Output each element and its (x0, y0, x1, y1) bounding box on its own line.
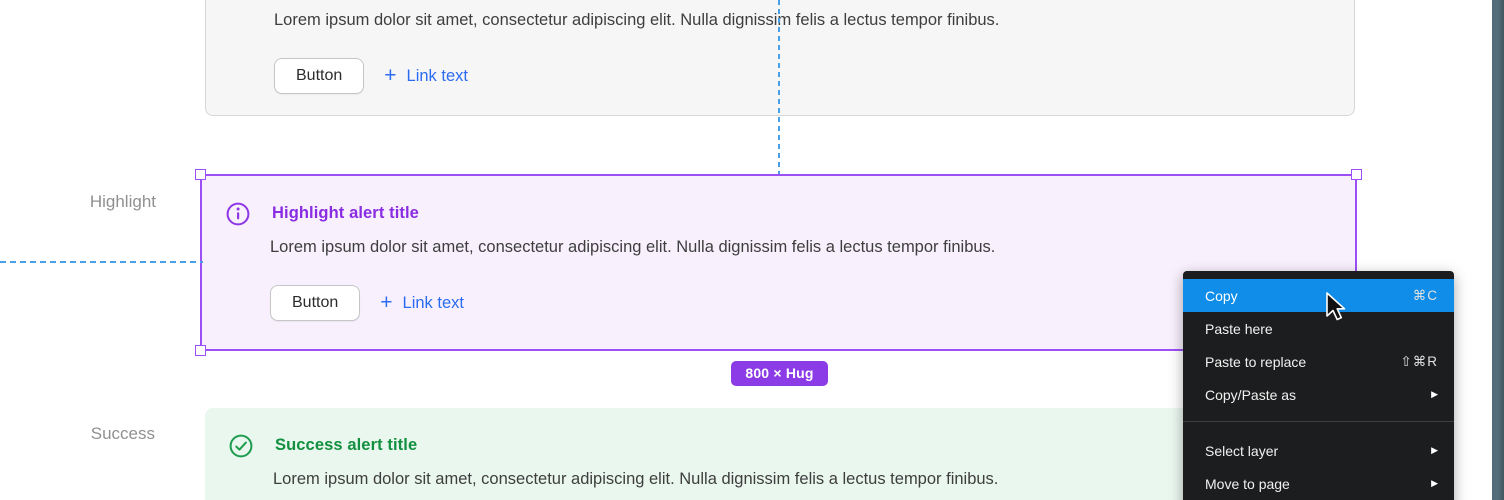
alert-body-text: Lorem ipsum dolor sit amet, consectetur … (274, 11, 1000, 29)
plus-icon: + (380, 291, 393, 314)
menu-item-paste-here[interactable]: Paste here (1205, 320, 1273, 337)
alert-link[interactable]: Link text (406, 67, 468, 85)
alignment-guide-horizontal (0, 261, 203, 263)
row-label-highlight: Highlight (89, 192, 156, 211)
info-circle-icon (226, 202, 250, 226)
window-edge-bar (1492, 0, 1504, 500)
plus-icon: + (384, 64, 397, 87)
alert-button[interactable]: Button (270, 285, 361, 321)
shortcut-copy: ⌘C (1412, 287, 1438, 303)
info-alert-card[interactable]: Lorem ipsum dolor sit amet, consectetur … (205, 0, 1355, 116)
submenu-arrow-icon: ▶ (1431, 445, 1438, 455)
selection-handle-top-left[interactable] (195, 169, 206, 180)
menu-item-paste-to-replace[interactable]: Paste to replace ⇧⌘R (1205, 353, 1438, 370)
menu-item-copy-paste-as[interactable]: Copy/Paste as ▶ (1205, 386, 1438, 403)
selection-handle-bottom-left[interactable] (195, 345, 206, 356)
menu-item-move-to-page[interactable]: Move to page ▶ (1205, 475, 1438, 492)
success-alert-card[interactable]: Success alert title Lorem ipsum dolor si… (205, 408, 1355, 500)
alignment-guide-vertical (778, 0, 780, 174)
alert-body-text: Lorem ipsum dolor sit amet, consectetur … (273, 470, 999, 488)
alert-body-text: Lorem ipsum dolor sit amet, consectetur … (270, 238, 996, 256)
check-circle-icon (229, 434, 253, 458)
mouse-cursor-icon (1326, 292, 1352, 327)
context-menu: Copy ⌘C Paste here Paste to replace ⇧⌘R … (1183, 271, 1454, 500)
submenu-arrow-icon: ▶ (1431, 389, 1438, 399)
submenu-arrow-icon: ▶ (1431, 478, 1438, 488)
alert-title: Highlight alert title (272, 204, 419, 222)
alert-actions: Button + Link text (270, 285, 464, 321)
menu-item-copy[interactable]: Copy ⌘C (1183, 279, 1454, 312)
alert-link[interactable]: Link text (402, 294, 464, 312)
highlight-alert-card[interactable]: Highlight alert title Lorem ipsum dolor … (200, 174, 1357, 351)
row-label-success: Success (90, 424, 155, 443)
alert-button[interactable]: Button (274, 58, 365, 94)
alert-title: Success alert title (275, 436, 418, 454)
selection-size-badge: 800 × Hug (731, 361, 828, 386)
selection-handle-top-right[interactable] (1351, 169, 1362, 180)
menu-item-select-layer[interactable]: Select layer ▶ (1205, 442, 1438, 459)
menu-separator (1183, 421, 1454, 422)
shortcut-paste-to-replace: ⇧⌘R (1400, 353, 1438, 369)
alert-actions: Button + Link text (274, 58, 468, 94)
